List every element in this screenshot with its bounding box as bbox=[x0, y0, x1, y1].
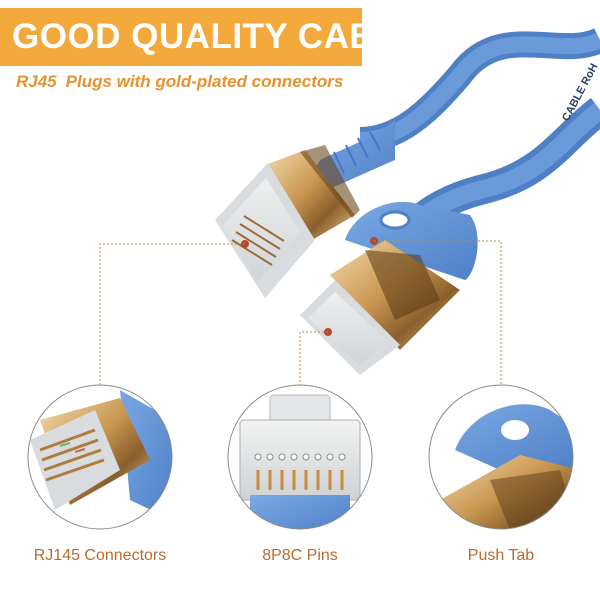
caption-push-tab: Push Tab bbox=[467, 547, 535, 564]
detail-push-tab bbox=[428, 384, 574, 530]
detail-pins bbox=[227, 384, 373, 530]
subtitle-text: Plugs with gold-plated connectors bbox=[65, 72, 344, 91]
title-banner: GOOD QUALITY CABLE bbox=[0, 8, 420, 66]
subtitle-prefix: RJ45 bbox=[16, 72, 57, 91]
flat-cable: CABLE RoH bbox=[359, 27, 600, 232]
subtitle: RJ45 Plugs with gold-plated connectors bbox=[16, 72, 343, 92]
plug-upper bbox=[215, 120, 395, 298]
detail-connectors bbox=[27, 384, 173, 530]
banner-title: GOOD QUALITY CABLE bbox=[12, 17, 421, 56]
callout-lines bbox=[99, 240, 502, 385]
caption-pins: 8P8C Pins bbox=[262, 547, 338, 564]
caption-connectors: RJ145 Connectors bbox=[33, 547, 167, 564]
